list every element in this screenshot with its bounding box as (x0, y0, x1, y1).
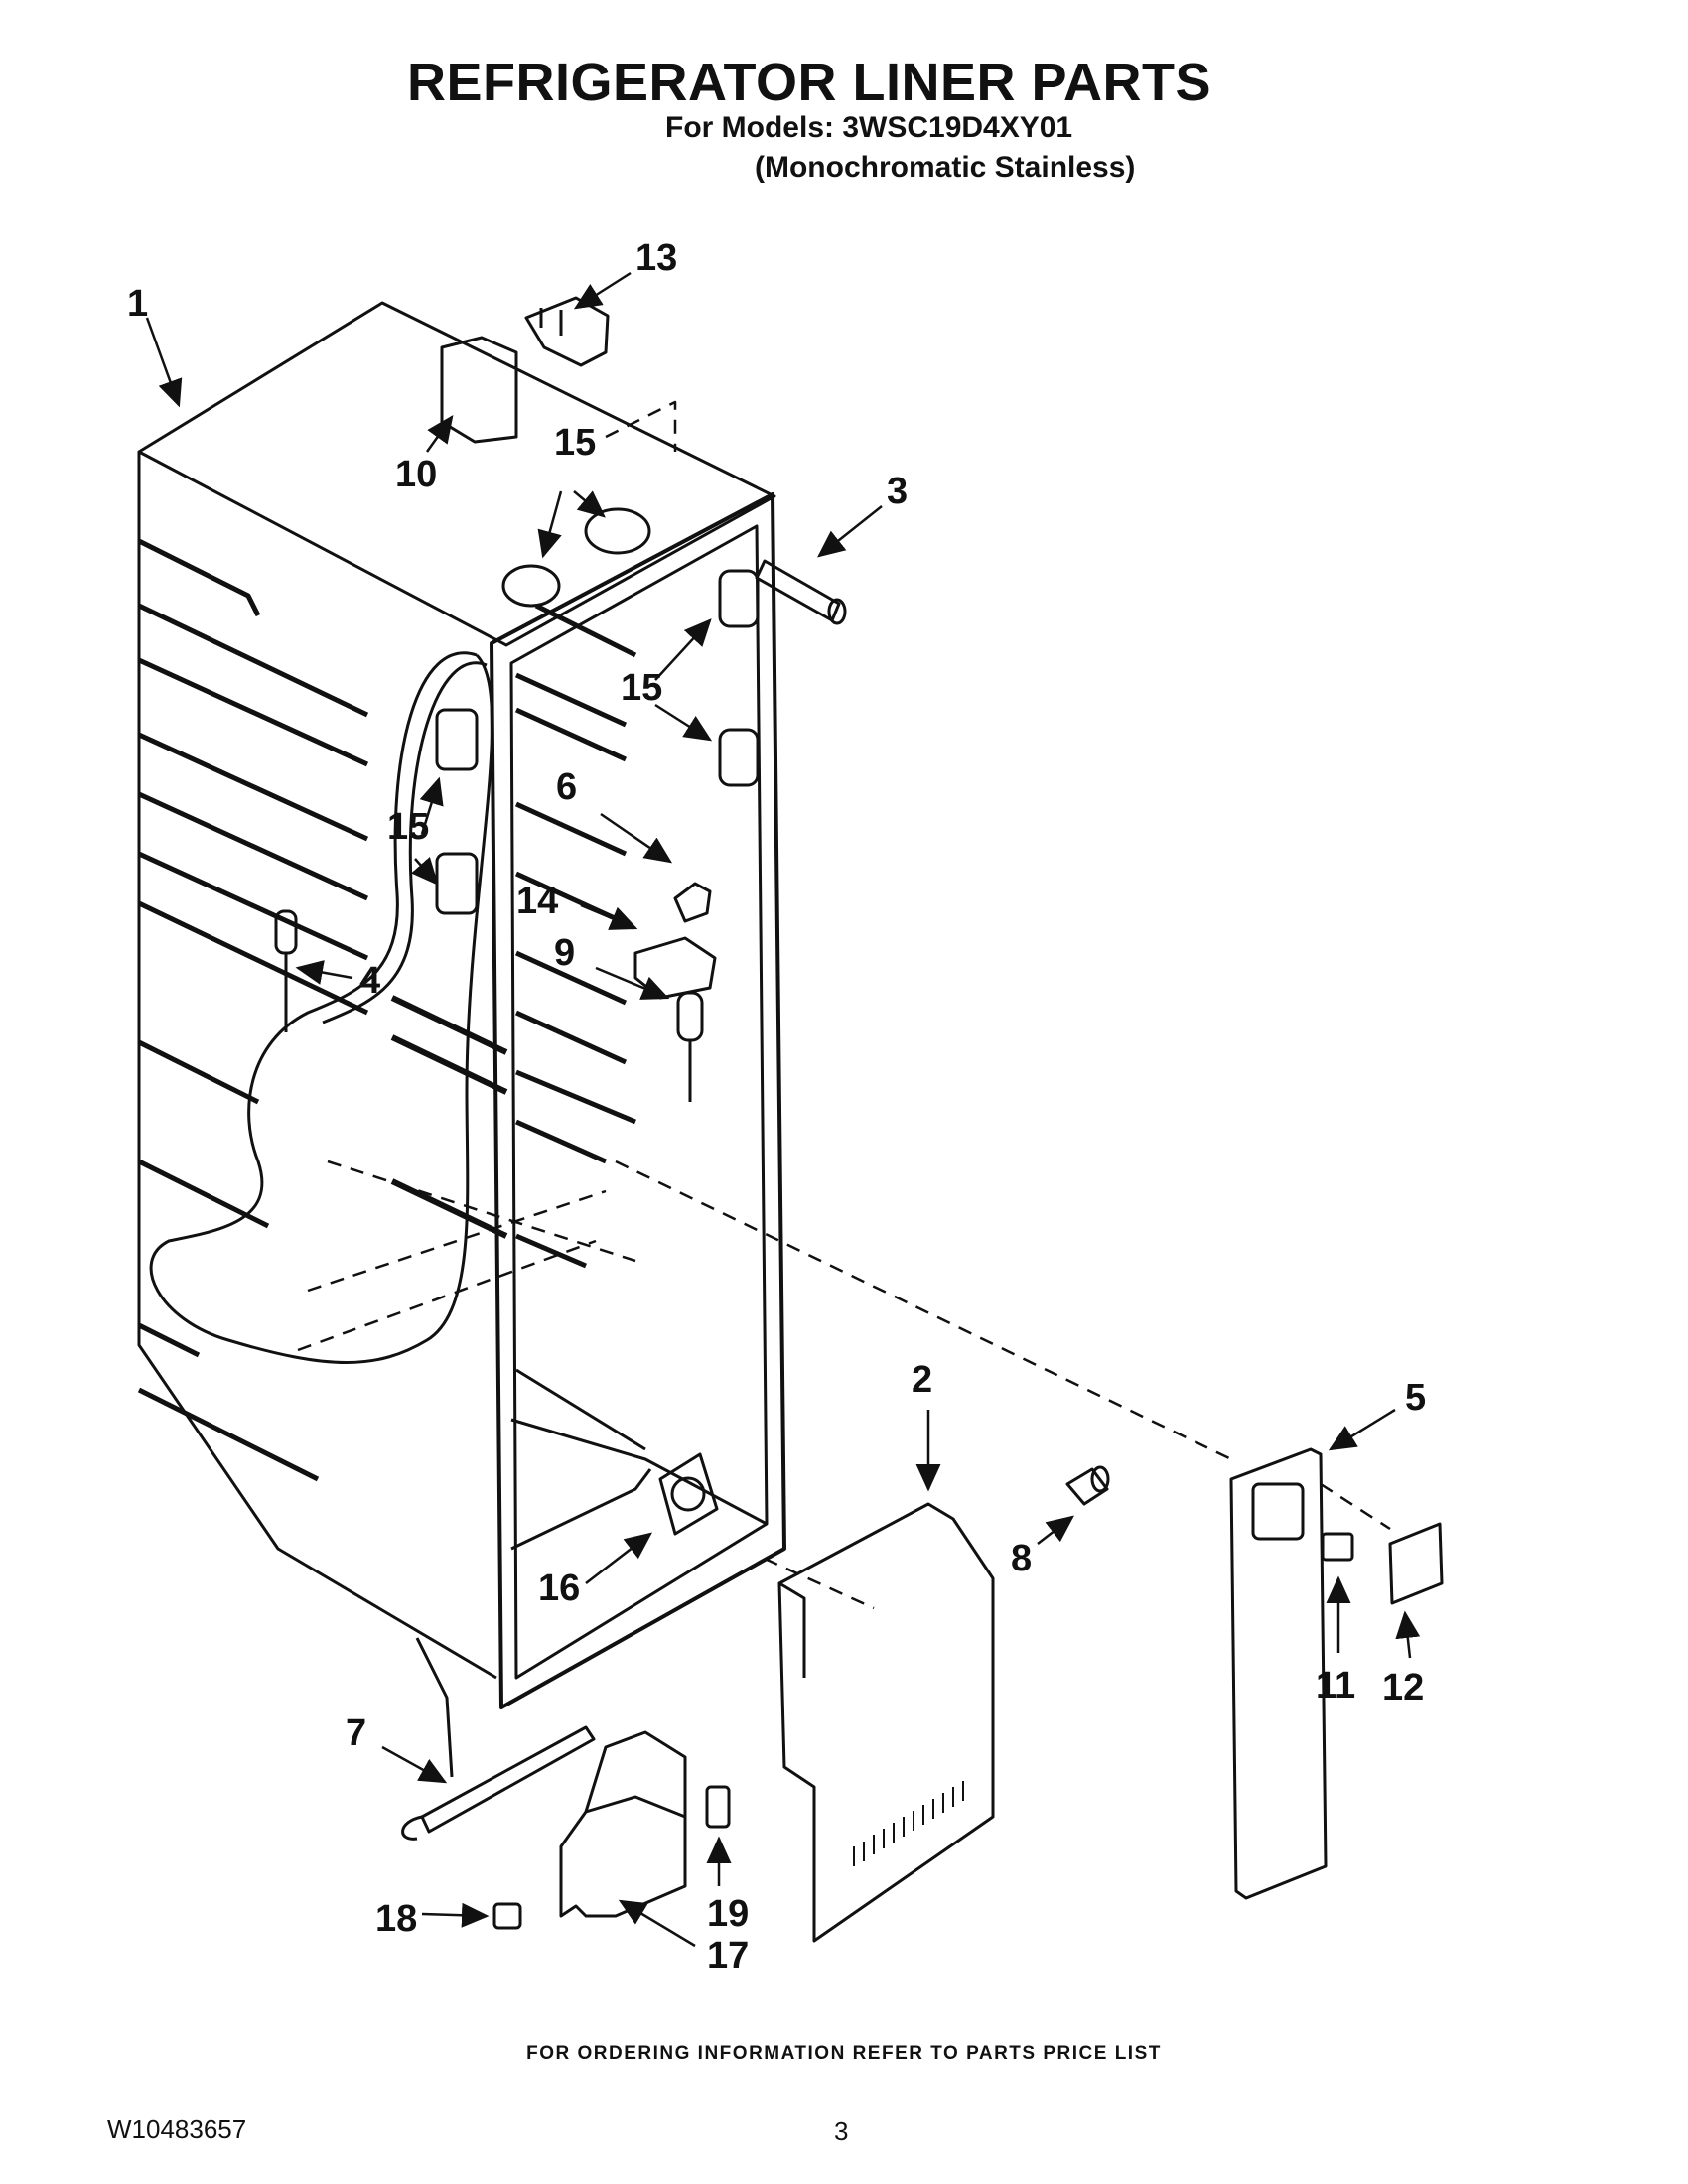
callout-12: 12 (1382, 1667, 1424, 1708)
callout-10: 10 (395, 454, 437, 495)
callout-7: 7 (346, 1712, 366, 1754)
model-number: For Models: 3WSC19D4XY01 (665, 111, 1073, 144)
callout-19: 19 (707, 1893, 749, 1935)
leader-3 (817, 505, 883, 558)
callout-11: 11 (1316, 1665, 1355, 1706)
leader-5 (1328, 1408, 1396, 1451)
leader-15c (654, 618, 712, 681)
leader-15e (419, 776, 444, 835)
defrost-heater-drawing (401, 1637, 596, 1841)
leader-6 (600, 812, 673, 864)
dispenser-panel-drawing (1229, 1447, 1444, 1900)
filter-cap-drawing (1065, 1465, 1110, 1506)
ordering-info-note: FOR ORDERING INFORMATION REFER TO PARTS … (526, 2043, 1162, 2064)
callout-15c: 15 (387, 806, 429, 848)
callout-5: 5 (1405, 1377, 1426, 1419)
callout-15b: 15 (621, 667, 662, 709)
leader-8 (1037, 1515, 1074, 1545)
clip-drawings (492, 1785, 731, 1930)
callout-6: 6 (556, 766, 577, 808)
page-number: 3 (834, 2116, 849, 2146)
leader-18 (421, 1902, 490, 1928)
callout-14: 14 (516, 881, 558, 922)
callout-3: 3 (887, 471, 908, 512)
fan-drawing (658, 1452, 719, 1536)
water-filter-drawing (755, 559, 847, 625)
leader-13 (573, 271, 632, 310)
leader-17 (618, 1899, 696, 1948)
callout-4: 4 (359, 960, 380, 1002)
control-housing-drawing (440, 296, 610, 444)
leader-14 (580, 903, 638, 930)
leader-16 (585, 1532, 652, 1584)
page-title: REFRIGERATOR LINER PARTS (406, 53, 1212, 112)
leader-15f (411, 856, 439, 886)
leader-1 (145, 317, 183, 408)
callout-16: 16 (538, 1568, 580, 1609)
leader-15b (573, 490, 606, 518)
callout-2: 2 (912, 1359, 932, 1401)
callout-8: 8 (1011, 1538, 1032, 1579)
callout-1: 1 (127, 283, 148, 325)
leader-12 (1395, 1610, 1421, 1659)
callout-13: 13 (635, 237, 677, 279)
callout-18: 18 (375, 1898, 417, 1940)
duct-cover-drawing (777, 1502, 995, 1943)
callout-9: 9 (554, 932, 575, 974)
callout-17: 17 (707, 1935, 749, 1977)
leader-4 (295, 960, 353, 985)
drain-housing-drawing (559, 1730, 687, 1918)
refrigerator-liner-drawing (137, 301, 1391, 1709)
leader-15d (654, 703, 713, 742)
leader-9 (595, 966, 670, 1000)
callout-15a: 15 (554, 422, 596, 464)
leader-7 (381, 1745, 448, 1784)
leader-15a (537, 490, 563, 559)
leader-10 (425, 414, 454, 453)
model-variant: (Monochromatic Stainless) (755, 151, 1136, 184)
document-number: W10483657 (107, 2115, 247, 2144)
lamp-socket-drawings (435, 507, 760, 915)
small-liner-parts-drawing (274, 882, 717, 1102)
